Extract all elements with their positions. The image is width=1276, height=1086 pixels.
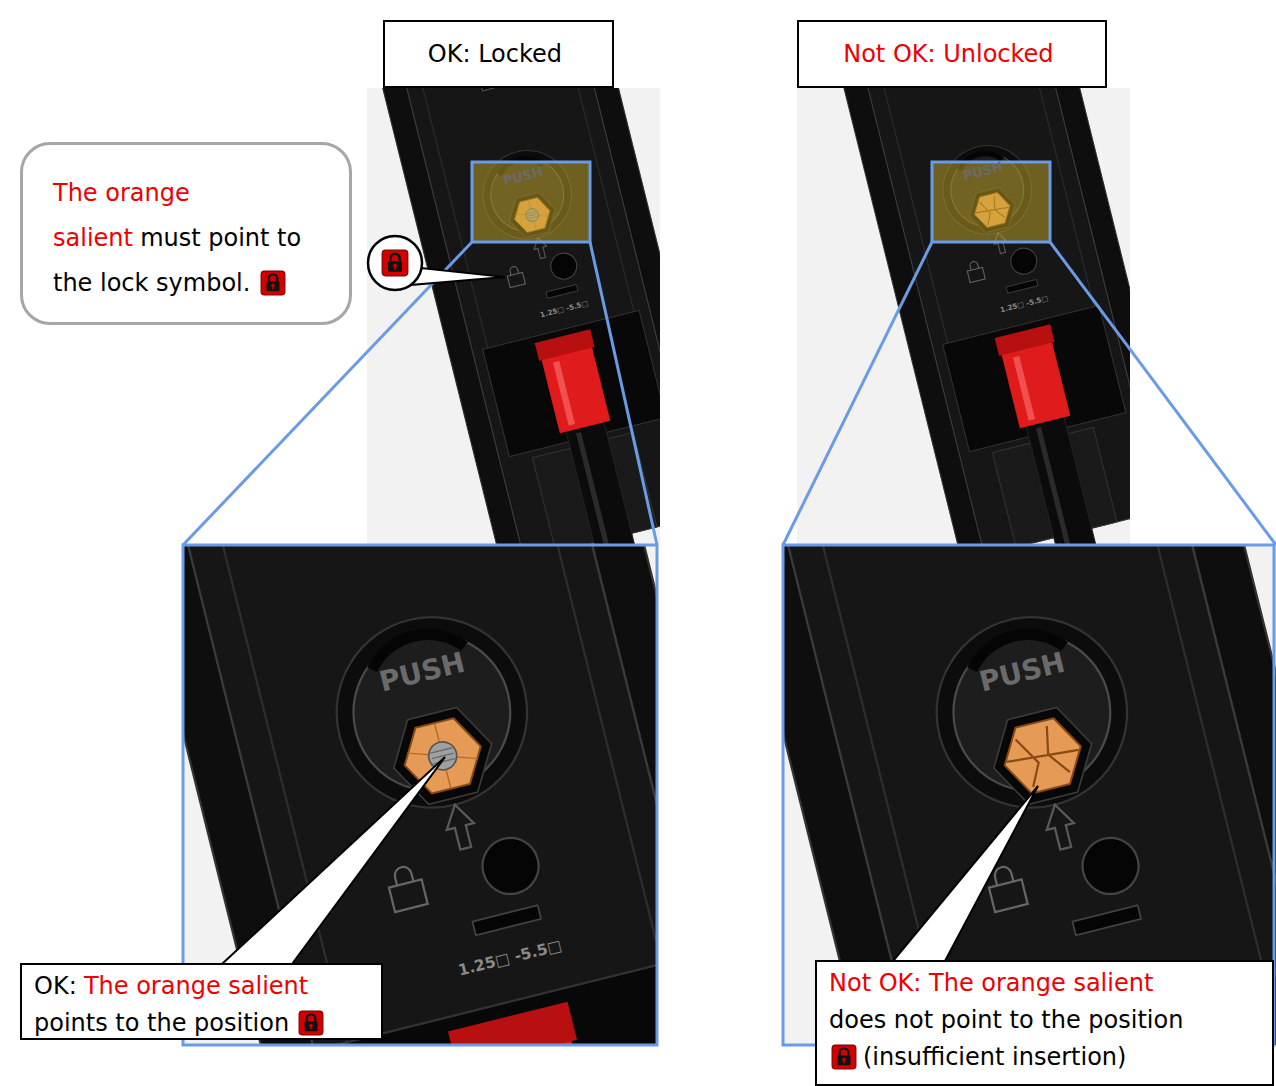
text-container: OK: Locked bbox=[428, 40, 569, 68]
text-container: OK:The orange salient points to the posit… bbox=[34, 968, 369, 1042]
wire-size-marking: 1.25□ -5.5□ bbox=[457, 937, 564, 980]
zoom-line bbox=[1050, 242, 1276, 545]
wire-size-marking: 1.25□ -5.5□ bbox=[539, 299, 589, 320]
device-view bbox=[367, 88, 660, 545]
lock-symbol bbox=[382, 250, 408, 276]
zoom-view bbox=[183, 545, 657, 1045]
callout-bubble bbox=[368, 236, 422, 290]
zoom-view bbox=[783, 545, 1276, 1045]
orange-nut bbox=[996, 714, 1088, 799]
zoom-source bbox=[472, 162, 590, 242]
callout-tail bbox=[410, 268, 505, 285]
text-container: The orange salientmust point to the lock… bbox=[53, 171, 303, 306]
wire-ferrule bbox=[995, 324, 1126, 545]
callout-text: OK: Locked bbox=[428, 40, 562, 68]
callout-text: does not point to the position bbox=[829, 1006, 1183, 1034]
callout-pointer bbox=[222, 757, 445, 964]
highlight bbox=[472, 162, 590, 242]
status-header: Not OK: Unlocked bbox=[797, 20, 1107, 88]
status-header: OK: Locked bbox=[383, 20, 614, 88]
lock-symbol bbox=[261, 271, 285, 295]
callout-text: OK: bbox=[34, 972, 77, 1000]
wire-ferrule bbox=[448, 1002, 657, 1045]
wire-ferrule bbox=[535, 329, 660, 545]
orange-nut bbox=[396, 714, 488, 799]
lock-symbol bbox=[832, 1045, 856, 1069]
callout-text: The orange salient bbox=[84, 972, 308, 1000]
push-marking: PUSH bbox=[961, 159, 1004, 183]
device-view bbox=[797, 88, 1130, 545]
callout-text: (insufficient insertion) bbox=[863, 1043, 1126, 1071]
connector-housing bbox=[183, 545, 657, 1045]
push-marking: PUSH bbox=[976, 645, 1068, 698]
lock-symbol bbox=[298, 1010, 324, 1036]
callout-text: points to the position bbox=[34, 1009, 289, 1037]
text-container: Not OK: The orange salient does not point… bbox=[829, 965, 1260, 1076]
callout-text: Not OK: Unlocked bbox=[843, 40, 1053, 68]
wire-size-marking: 1.25□ -5.5□ bbox=[999, 294, 1049, 315]
callout-box: Not OK: The orange salient does not point… bbox=[815, 960, 1274, 1086]
zoom-line bbox=[783, 242, 932, 545]
lock-symbol bbox=[831, 1044, 857, 1070]
lock-symbol bbox=[299, 1011, 323, 1035]
zoom-line bbox=[590, 242, 657, 545]
push-marking: PUSH bbox=[376, 645, 468, 698]
callout-box: OK:The orange salient points to the posit… bbox=[20, 963, 383, 1040]
connector-housing bbox=[797, 88, 1130, 545]
callout-text: Not OK: The orange salient bbox=[829, 969, 1153, 997]
text-container: Not OK: Unlocked bbox=[843, 40, 1061, 68]
connector-housing bbox=[783, 545, 1276, 1045]
callout-box: The orange salientmust point to the lock… bbox=[20, 142, 352, 325]
lock-symbol bbox=[260, 270, 286, 296]
callout-pointer bbox=[893, 786, 1038, 961]
push-marking: PUSH bbox=[501, 164, 544, 188]
